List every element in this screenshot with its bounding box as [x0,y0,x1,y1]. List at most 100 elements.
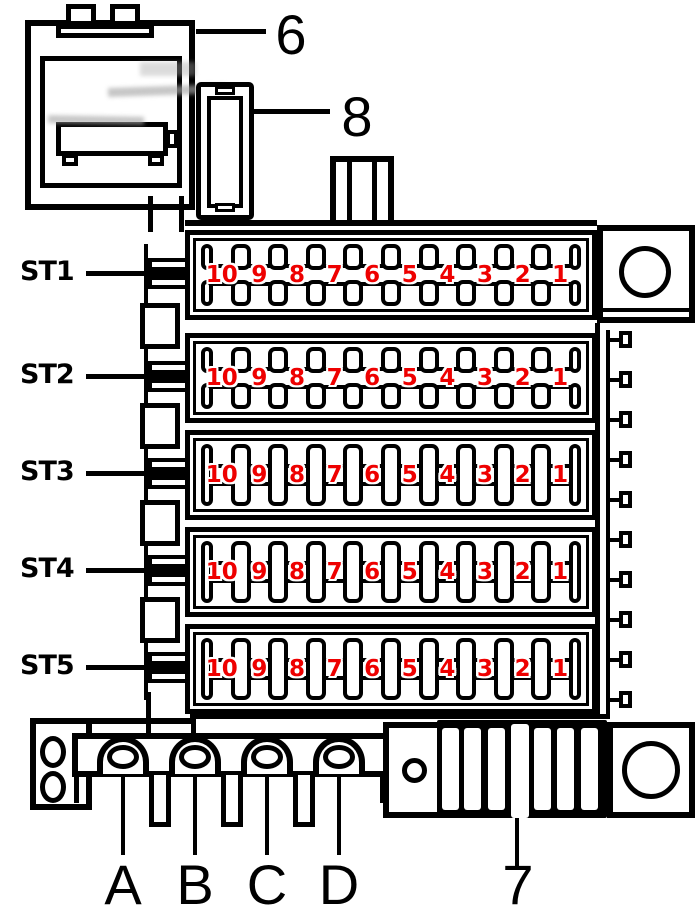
comb-tooth [150,285,188,289]
fuse-slot [268,347,289,373]
fuse-number: 3 [476,462,493,488]
fuse-slot [230,244,251,270]
fuse-number: 4 [439,262,456,288]
right-spine [595,323,600,717]
fuse-link-bar [210,676,233,680]
fuse-slot [493,383,514,409]
callout-label-6: 6 [275,3,307,66]
terminal-hole-A [107,745,139,769]
relay-foot [148,154,164,166]
comb-tooth [150,582,188,586]
terminal-hole-C [251,745,283,769]
fuse-slot [531,347,552,373]
fuse-link-bar [286,282,308,286]
fuse-slot [418,347,439,373]
fuse-row-inner-border [193,341,589,415]
row-label-leader [86,271,188,276]
comb-tooth [150,564,188,568]
fuse-number: 5 [401,656,418,682]
fuse-link-bar [436,579,459,583]
fuse-link-bar [248,482,271,486]
fuse-link-bar [436,367,459,371]
spine-clip-head [619,491,632,508]
fuse-link-bar [210,367,233,371]
fuse-slot [456,347,477,373]
fuse-link-bar [511,385,534,389]
fuse-link-bar [511,464,534,468]
fuse-link-bar [323,464,346,468]
fuse-link-bar [286,561,308,565]
fuse-number: 8 [288,656,305,682]
fuse-row-inner-border [193,238,589,312]
fuse-number: 4 [439,462,456,488]
relay-neck [148,196,184,232]
comb-tooth-joint [148,458,152,489]
fuse-slot [268,244,289,270]
connector-center-gap [511,724,529,818]
fuse-link-bar [323,676,346,680]
fuse-slot [418,244,439,270]
fuse-end-slot [201,541,213,603]
spine-clip [609,378,620,382]
comb-tooth [150,361,188,365]
band-stub [380,777,385,803]
fuse-slot [305,383,326,409]
fuse-end-slot [201,638,213,700]
fuse-slot [493,638,514,700]
fuse-slot [531,383,552,409]
fuse-link-bar [474,579,496,583]
bracket-hole [40,771,66,803]
fuse-end-slot [201,383,213,409]
fuse-link-bar [210,658,233,662]
terminal-hole-B [179,745,211,769]
fuse-number: 8 [288,365,305,391]
fuse-slot [230,347,251,373]
fuse-slot [493,280,514,306]
fuse-slot [418,541,439,603]
fuse-slot [456,638,477,700]
fuse-link-bar [474,385,496,389]
fuse-link-bar [549,676,572,680]
fuse-link-bar [361,676,384,680]
bottom-mid-bar [383,722,441,818]
fuse-link-bar [549,464,572,468]
mount-hole-bottom-right [622,741,680,799]
band-stub [74,777,79,803]
fuse-end-slot [569,347,581,373]
fuse-number: 9 [251,462,268,488]
fuse-number: 4 [439,656,456,682]
fuse-slot [305,541,326,603]
comb-tooth [150,670,188,674]
fuse-link-bar [248,579,271,583]
fuse-link-bar [398,264,421,268]
fuse-link-bar [398,482,421,486]
fuse-slot [493,347,514,373]
fuse-end-slot [201,280,213,306]
fuse-link-bar [511,561,534,565]
fuse-link-bar [511,579,534,583]
relay-mount-tab [66,4,96,26]
fuse-slot [381,244,401,270]
row-label-ST3: ST3 [20,456,75,487]
fuse-number: 7 [326,365,343,391]
fuse-link-bar [511,482,534,486]
callout-label-8: 8 [341,85,373,148]
comb-tooth [150,258,188,262]
fuse-slot [381,280,401,306]
row-label-leader [86,471,188,476]
spine-clip [609,578,620,582]
band-channel [221,775,243,827]
fuse-link-bar [436,264,459,268]
fuse-link-bar [398,579,421,583]
fuse-slot [268,444,289,506]
row-label-leader [86,374,188,379]
comb-square [140,303,180,349]
fuse-number: 9 [251,656,268,682]
fuse-link-bar [511,282,534,286]
fuse-number: 1 [552,462,569,488]
fuse-row-inner-border [193,438,589,512]
fuse-link-bar [248,385,271,389]
fuse-link-bar [210,464,233,468]
